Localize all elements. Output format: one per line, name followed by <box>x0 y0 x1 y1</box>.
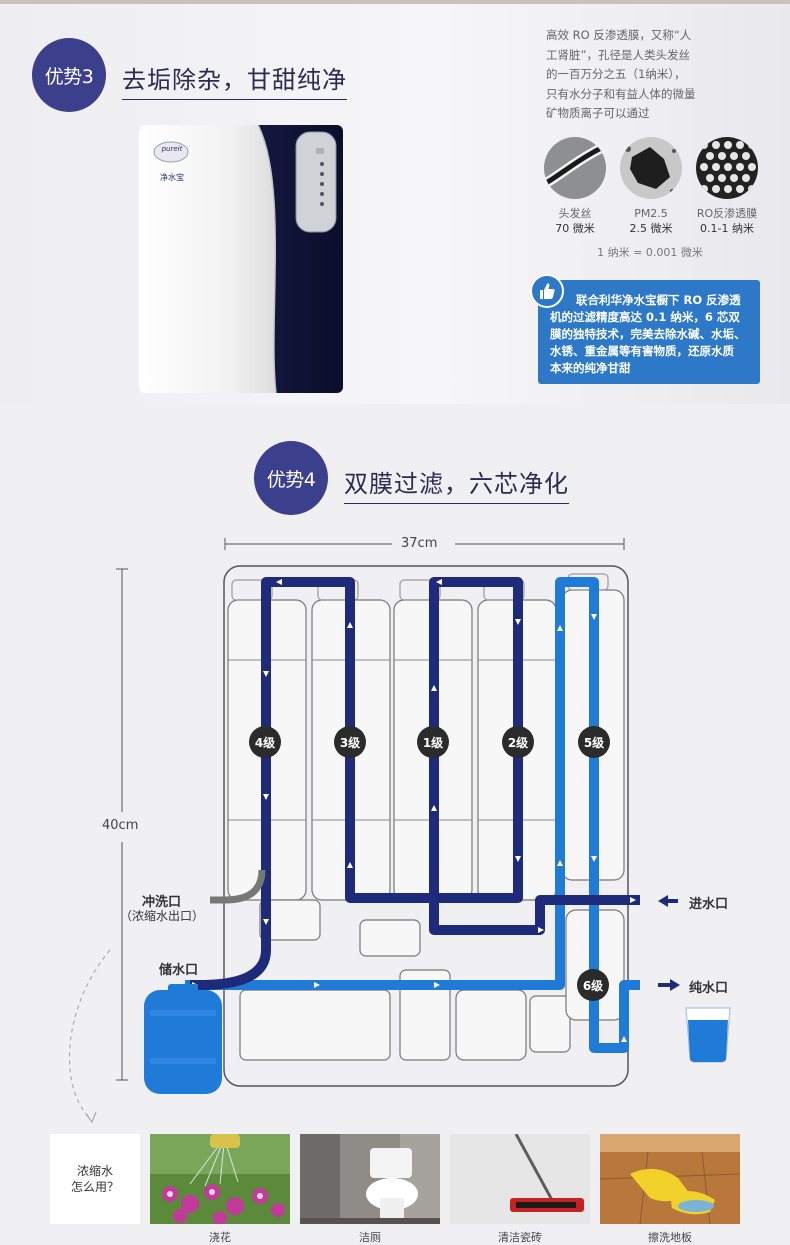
section-title: 双膜过滤，六芯净化 <box>344 464 569 504</box>
pump-assembly <box>239 899 625 1061</box>
stage-badge: 4级 <box>249 726 281 758</box>
toilet-image <box>300 1134 440 1224</box>
flush-line <box>210 869 266 904</box>
comparison-pm25: PM2.5 2.5 微米 <box>629 207 673 235</box>
flush-port-sublabel: （浓缩水出口） <box>120 909 205 923</box>
advantage-badge: 优势3 <box>32 38 106 112</box>
comparison-hair: 头发丝 70 微米 <box>555 207 595 235</box>
raw-water-flow <box>190 577 640 990</box>
dashed-guide-arrowhead-icon <box>85 1111 97 1124</box>
use-caption: 洁厕 <box>359 1231 381 1244</box>
width-dimension-label: 37cm <box>395 536 444 551</box>
inlet-arrowhead-icon <box>658 895 668 907</box>
water-purifier-image <box>139 124 343 394</box>
storage-port-label: 储水口 <box>159 963 199 978</box>
advantage-3-section: 优势3 去垢除杂，甘甜纯净 pureit 净水宝 高 <box>0 0 790 404</box>
ro-membrane-zoom-image <box>696 137 758 199</box>
stage-badge: 5级 <box>578 726 610 758</box>
dashed-guide-line <box>69 949 111 1119</box>
concentrate-usage-question: 浓缩水 怎么用？ <box>50 1134 140 1224</box>
advantage-badge: 优势4 <box>254 441 328 515</box>
highlight-box: 联合利华净水宝橱下 RO 反渗透 机的过滤精度高达 0.1 纳米，6 芯双 膜的… <box>538 280 760 384</box>
pm25-zoom-image <box>620 137 682 199</box>
mop-image <box>450 1134 590 1224</box>
pure-water-flow <box>185 577 640 1053</box>
thumbs-up-icon <box>530 274 564 308</box>
comparison-ro: RO反渗透膜 0.1-1 纳米 <box>696 207 758 235</box>
floor-cleaning-image <box>600 1134 740 1224</box>
height-dimension-label: 40cm <box>102 818 139 833</box>
stage-badge: 3级 <box>334 726 366 758</box>
ro-membrane-description: 高效 RO 反渗透膜，又称“人 工肾脏”，孔径是人类头发丝 的一百万分之五（1纳… <box>546 28 696 121</box>
dimension-lines <box>116 538 625 1081</box>
flow-arrows <box>192 579 636 1042</box>
unit-formula: 1 纳米 = 0.001 微米 <box>597 246 703 259</box>
use-caption: 擦洗地板 <box>648 1231 692 1244</box>
stage-badge: 1级 <box>417 726 449 758</box>
water-glass-icon <box>685 1007 731 1063</box>
flush-port-label: 冲洗口 <box>142 895 182 910</box>
use-caption: 浇花 <box>209 1231 231 1244</box>
filtration-diagram <box>69 538 731 1124</box>
stage-badge: 6级 <box>577 969 609 1001</box>
product-brand: pureit <box>161 145 183 153</box>
use-caption: 清洁瓷砖 <box>498 1231 542 1244</box>
product-name: 净水宝 <box>160 173 184 182</box>
top-divider <box>0 0 790 4</box>
pure-outlet-arrowhead-icon <box>670 979 680 991</box>
hair-zoom-image <box>544 137 606 199</box>
section-title: 去垢除杂，甘甜纯净 <box>122 60 347 100</box>
inlet-port-label: 进水口 <box>689 897 729 912</box>
machine-outline <box>223 565 629 1087</box>
storage-tank-icon <box>144 984 222 1094</box>
pure-water-port-label: 纯水口 <box>689 981 729 996</box>
stage-badge: 2级 <box>502 726 534 758</box>
watering-flowers-image <box>150 1134 290 1224</box>
